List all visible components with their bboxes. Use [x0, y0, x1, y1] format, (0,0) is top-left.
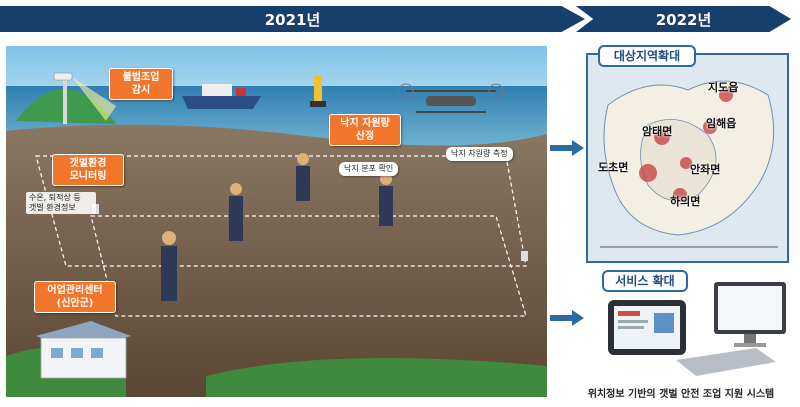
ship-icon [182, 84, 261, 109]
map-illustration [600, 80, 778, 248]
cctv-camera-icon [53, 72, 73, 81]
arrow-right-icon [550, 310, 584, 326]
tablet-icon [608, 300, 686, 355]
target-area-label: 대상지역확대 [598, 45, 696, 67]
keyboard-icon [676, 348, 776, 376]
timeline-2022-banner: 2022년 [576, 6, 791, 32]
tree-line-right [206, 358, 547, 397]
camera-beam [72, 77, 116, 121]
mudflat-scene: 불법조업 감시 낙지 자원량 산정 갯벌환경 모니터링 어업관리센터 (신안군)… [6, 46, 547, 397]
octopus-survey-callout: 낙지 자원량 산정 [329, 114, 401, 146]
system-caption: 위치정보 기반의 갯벌 안전 조업 지원 시스템 [587, 389, 775, 400]
drone-icon [398, 83, 504, 113]
fisheries-center-label: 어업관리센터 (신안군) [47, 285, 103, 309]
mudflat-monitoring-callout: 갯벌환경 모니터링 [52, 154, 124, 186]
illegal-fishing-callout: 불법조업 감시 [109, 68, 173, 100]
place-label: 지도읍 [708, 81, 739, 94]
year-2022-label: 2022년 [655, 10, 712, 29]
survey-zone [35, 155, 527, 267]
building-icon [36, 321, 131, 379]
sensor-icon [521, 251, 528, 261]
timeline-2021-banner: 2021년 [0, 6, 585, 32]
place-label: 도초면 [598, 161, 629, 174]
octopus-survey-label: 낙지 자원량 산정 [340, 118, 390, 142]
place-label: 하의면 [670, 195, 701, 208]
monitor-icon [714, 282, 786, 347]
arrow-right-icon [550, 140, 584, 156]
service-expansion-label: 서비스 확대 [602, 270, 688, 292]
cctv-pole [63, 76, 67, 124]
devices-illustration [608, 282, 786, 376]
resource-measure-tag: 낙지 자원량 측정 [446, 147, 513, 161]
fisher-figures [161, 153, 393, 301]
distribution-check-label: 낙지 분포 확인 [344, 164, 394, 173]
place-label: 임해읍 [706, 117, 737, 130]
year-2021-label: 2021년 [264, 10, 321, 29]
place-label: 안좌면 [690, 163, 721, 176]
mudflat [6, 124, 547, 397]
illegal-fishing-label: 불법조업 감시 [122, 72, 160, 96]
distribution-check-tag: 낙지 분포 확인 [339, 162, 399, 176]
resource-measure-label: 낙지 자원량 측정 [451, 149, 508, 158]
target-area-map: 지도읍 암태면 임해읍 도초면 안좌면 하의면 [586, 53, 789, 263]
buoy-icon [310, 76, 326, 107]
mudflat-monitoring-label: 갯벌환경 모니터링 [69, 158, 107, 182]
fisheries-center-callout: 어업관리센터 (신안군) [34, 281, 116, 313]
environment-info-note: 수온, 퇴적상 등 갯벌 환경정보 [26, 192, 96, 214]
environment-info-label: 수온, 퇴적상 등 갯벌 환경정보 [29, 193, 81, 212]
scene-illustration [6, 46, 547, 397]
place-label: 암태면 [642, 125, 673, 138]
